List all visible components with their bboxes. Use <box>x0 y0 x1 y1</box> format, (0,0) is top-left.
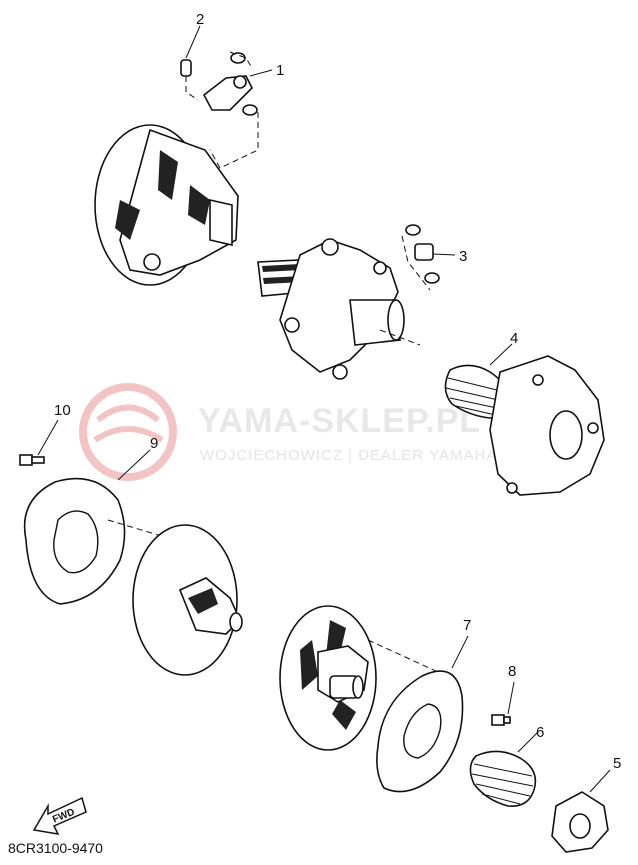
watermark-brand: YAMA-SKLEP.PL <box>198 402 481 440</box>
part-7-plate <box>376 635 469 793</box>
part-8-bolt <box>491 681 515 726</box>
callout-7: 7 <box>463 617 471 634</box>
fwd-label: FWD <box>51 807 76 826</box>
watermark: YAMA-SKLEP.PL WOJCIECHOWICZ | DEALER YAM… <box>79 383 497 481</box>
callout-6: 6 <box>536 724 544 741</box>
callout-4: 4 <box>510 330 518 347</box>
fwd-arrow: FWD <box>32 796 87 835</box>
diagram-code: 8CR3100-9470 <box>8 840 103 856</box>
part-10-bolt <box>19 419 59 466</box>
callout-5: 5 <box>613 755 621 772</box>
part-6-spring <box>469 731 539 807</box>
part-3-bushing-set <box>405 224 456 284</box>
callout-8: 8 <box>508 663 516 680</box>
secondary-hub <box>279 605 439 751</box>
watermark-logo <box>79 383 177 481</box>
watermark-dealer: WOJCIECHOWICZ | DEALER YAMAHA <box>200 447 497 464</box>
callout-3: 3 <box>459 248 467 265</box>
spider-hub-assembly <box>257 235 431 380</box>
part-1-bracket <box>185 51 273 169</box>
primary-sheave-housing <box>94 124 239 286</box>
callout-10: 10 <box>54 402 71 419</box>
part-5-cover <box>551 769 611 853</box>
callout-labels: 1 2 3 4 5 6 7 8 9 10 <box>54 11 621 772</box>
part-2-pin <box>180 25 201 77</box>
part-9-plate <box>23 449 176 605</box>
spring-cover <box>489 355 605 496</box>
callout-1: 1 <box>276 62 284 79</box>
secondary-sheave <box>132 524 243 676</box>
callout-2: 2 <box>196 11 204 28</box>
callout-9: 9 <box>150 435 158 452</box>
